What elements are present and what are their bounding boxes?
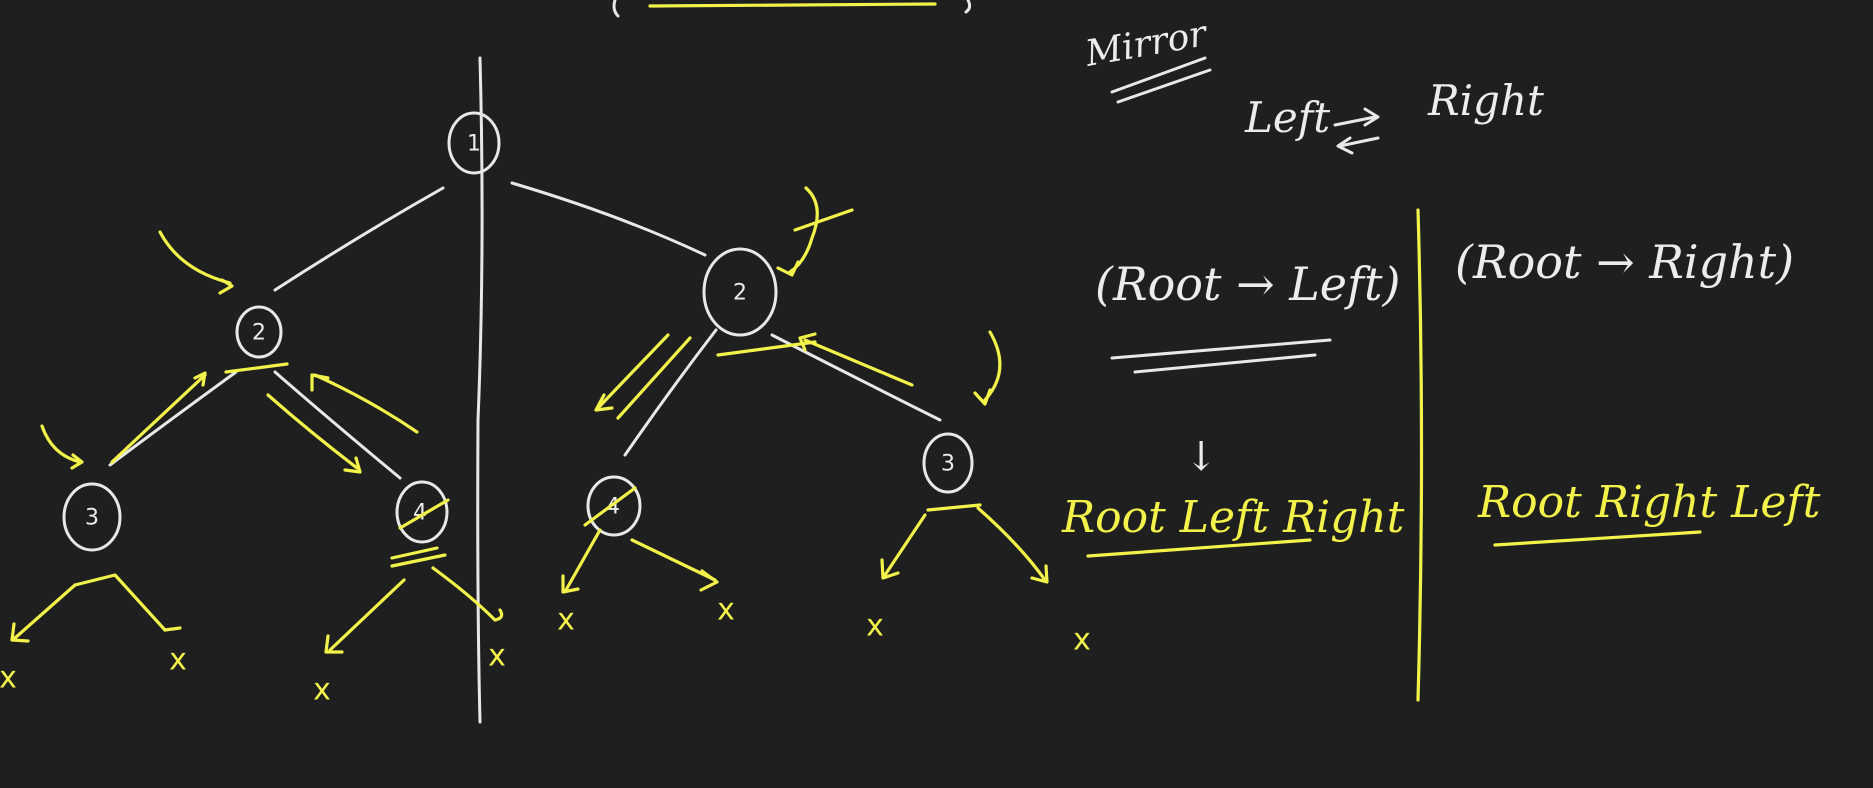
null-mark-left-1: x: [0, 661, 17, 696]
node-left-2-label: 2: [252, 321, 266, 346]
null-mark-left-4: x: [488, 639, 506, 674]
order-root-right-left: Root Right Left: [1477, 477, 1821, 528]
null-mark-left-2: x: [169, 643, 187, 678]
node-left-3: 3: [62, 482, 122, 552]
notes-area: Mirror Left Right (Root → Left) (Root → …: [1061, 13, 1821, 702]
node-root-label: 1: [467, 132, 481, 157]
swap-right-label: Right: [1427, 76, 1544, 125]
node-root: 1: [447, 111, 501, 175]
white-center-divider: [476, 56, 484, 724]
swap-arrows-icon: [1333, 107, 1380, 155]
top-partial-scribble: [612, 0, 972, 18]
null-mark-left-3: x: [313, 673, 331, 708]
node-right-3: 3: [922, 432, 974, 494]
yellow-vertical-divider: [1416, 208, 1424, 702]
node-right-3-label: 3: [941, 452, 955, 477]
right-tree: 2 4 3: [557, 186, 1091, 658]
mirror-title: Mirror: [1081, 13, 1211, 75]
paren-root-left: (Root → Left): [1095, 257, 1400, 311]
left-tree: 1 2 3 4: [0, 111, 707, 708]
null-mark-right-1: x: [557, 603, 575, 638]
node-left-4: 4: [395, 480, 450, 544]
node-left-2: 2: [235, 305, 283, 359]
null-mark-right-2: x: [717, 593, 735, 628]
paren-root-right: (Root → Right): [1455, 235, 1794, 289]
edge-root-to-left2: [273, 186, 445, 292]
down-arrow: ↓: [1184, 434, 1218, 480]
edge-2-to-3: [108, 370, 238, 467]
node-right-2-label: 2: [733, 281, 747, 306]
order-root-left-right: Root Left Right: [1061, 492, 1405, 543]
swap-left-label: Left: [1244, 93, 1330, 142]
null-mark-right-4: x: [1073, 623, 1091, 658]
edge-2-to-4: [273, 370, 402, 480]
edge-root-to-right2: [510, 181, 707, 257]
node-right-2: 2: [702, 247, 778, 337]
node-left-3-label: 3: [85, 506, 99, 531]
null-mark-right-3: x: [866, 609, 884, 644]
node-right-4: 4: [583, 475, 642, 537]
